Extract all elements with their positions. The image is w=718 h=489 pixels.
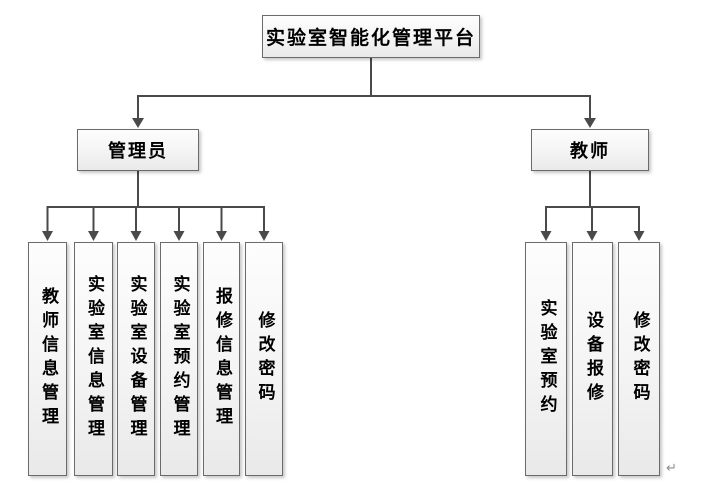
leaf-label: 实验室信息管理 <box>84 275 104 443</box>
leaf-label: 实验室预约 <box>536 299 557 419</box>
root-node: 实验室智能化管理平台 <box>262 15 480 58</box>
leaf-node-teacher-info-mgmt: 教师信息管理 <box>28 242 67 476</box>
leaf-node-repair-info-mgmt: 报修信息管理 <box>203 242 240 476</box>
leaf-label: 报修信息管理 <box>212 287 232 431</box>
leaf-node-lab-equipment-mgmt: 实验室设备管理 <box>117 242 155 476</box>
leaf-node-lab-reservation: 实验室预约 <box>525 242 567 476</box>
leaf-node-lab-info-mgmt: 实验室信息管理 <box>74 242 113 476</box>
leaf-node-admin-change-password: 修改密码 <box>245 242 283 476</box>
leaf-label: 修改密码 <box>629 311 650 407</box>
branch-teacher-label: 教师 <box>570 141 610 162</box>
arrowheads <box>42 118 645 241</box>
branch-admin-label: 管理员 <box>108 141 168 162</box>
paragraph-mark: ↵ <box>666 461 677 476</box>
branch-node-teacher: 教师 <box>531 129 649 171</box>
leaf-label: 实验室预约管理 <box>169 275 190 443</box>
leaf-node-equipment-repair: 设备报修 <box>572 242 613 476</box>
leaf-label: 修改密码 <box>254 311 275 407</box>
branch-node-admin: 管理员 <box>77 129 199 171</box>
leaf-label: 教师信息管理 <box>38 287 58 431</box>
leaf-label: 设备报修 <box>583 311 603 407</box>
leaf-node-lab-reservation-mgmt: 实验室预约管理 <box>160 242 198 476</box>
leaf-node-teacher-change-password: 修改密码 <box>618 242 660 476</box>
root-node-label: 实验室智能化管理平台 <box>265 27 476 49</box>
leaf-label: 实验室设备管理 <box>126 275 147 443</box>
